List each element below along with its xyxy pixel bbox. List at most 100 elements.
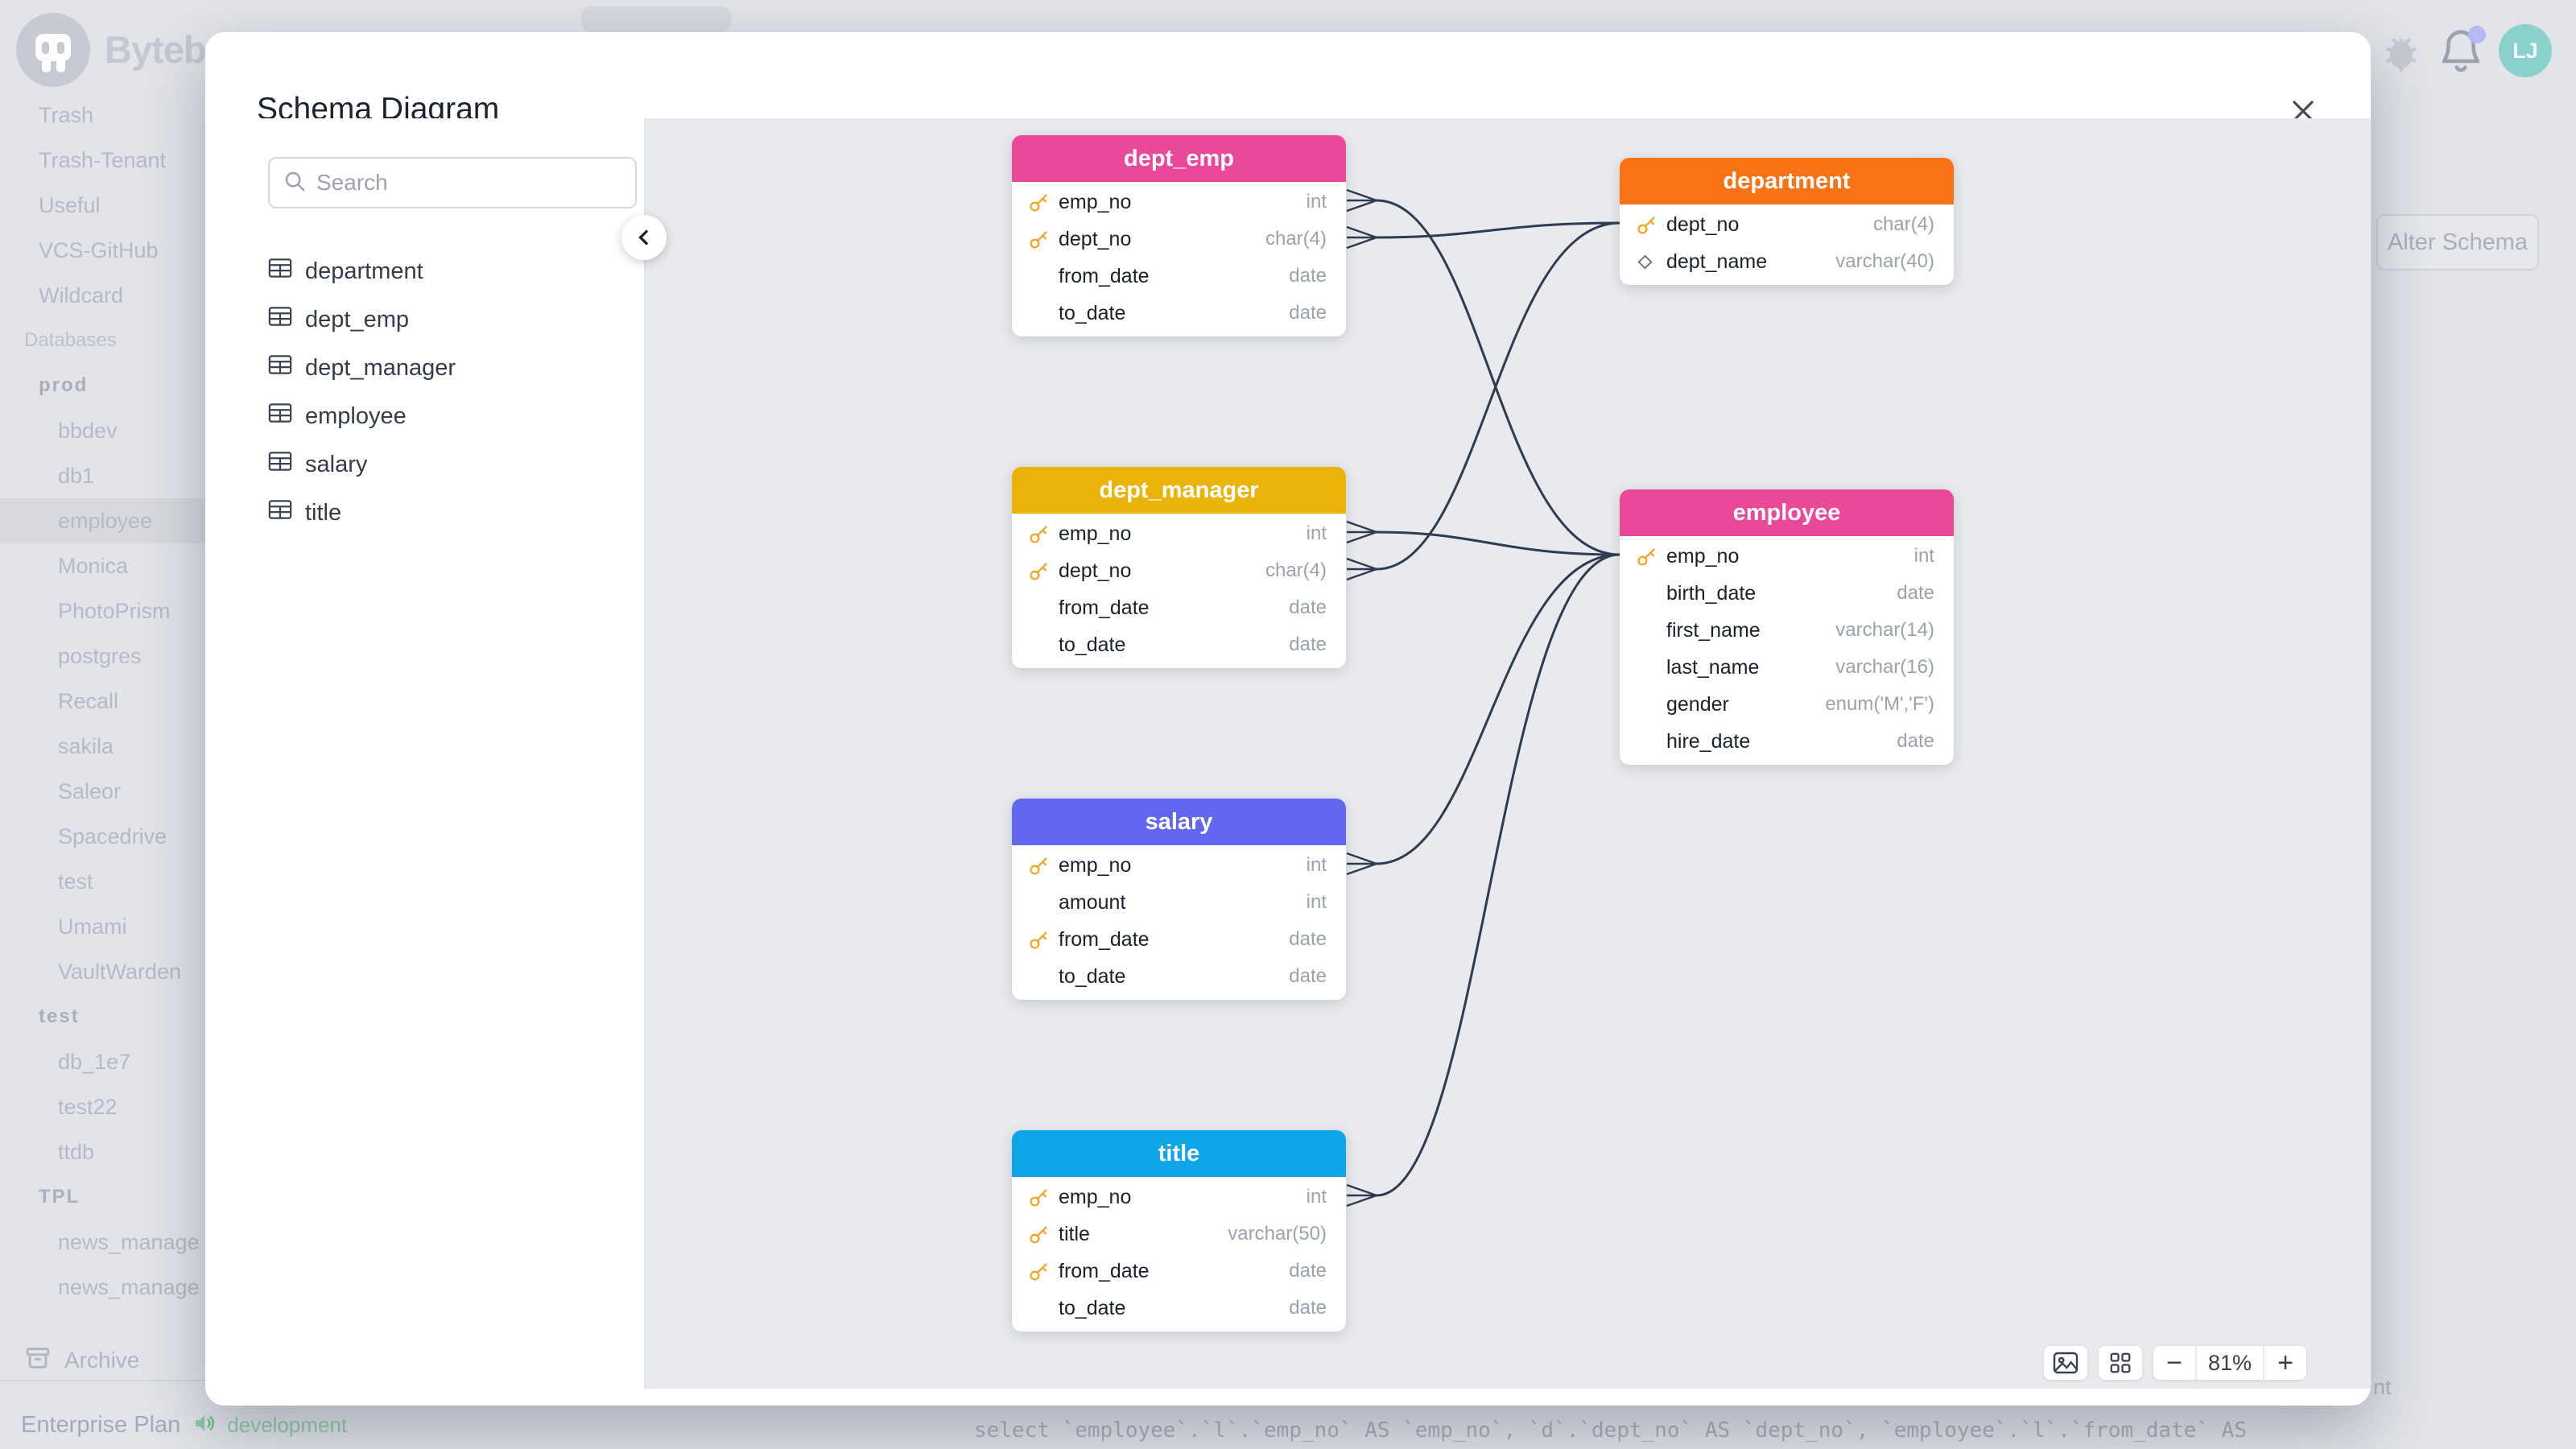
column-name: amount [1059,890,1126,914]
background-text-fragment: nt [2373,1375,2392,1399]
search-input[interactable] [316,170,622,196]
table-list-label: employee [305,402,407,429]
table-list-item-employee[interactable]: employee [205,392,644,440]
zoom-in-button[interactable]: + [2277,1347,2293,1378]
auto-layout-button[interactable] [2099,1346,2142,1380]
table-list-label: salary [305,451,368,477]
column-type: char(4) [1265,228,1327,250]
sidebar-item-trash-tenant[interactable]: Trash-Tenant [39,147,167,172]
chevron-left-icon [638,229,648,246]
sidebar-item-archive[interactable]: Archive [0,1338,346,1383]
primary-key-icon [1636,214,1666,236]
sidebar-item-news-manage[interactable]: news_manage [58,1274,200,1299]
sidebar-item-ttdb[interactable]: ttdb [58,1139,95,1164]
sidebar-item-bbdev[interactable]: bbdev [58,418,118,443]
close-icon[interactable] [2285,93,2321,129]
entity-header-dept_emp[interactable]: dept_emp [1012,135,1346,182]
entity-header-employee[interactable]: employee [1620,489,1954,536]
sidebar-item-useful[interactable]: Useful [39,192,101,217]
sidebar-item-saleor[interactable]: Saleor [58,778,122,803]
sidebar-item-wildcard[interactable]: Wildcard [39,283,124,308]
column-name: from_date [1059,264,1150,287]
background-sql-text: select `employee`.`l`.`emp_no` AS `emp_n… [974,1418,2247,1443]
column-name: from_date [1059,596,1150,619]
column-type: date [1897,730,1934,752]
primary-key-icon [1028,523,1059,545]
entity-header-dept_manager[interactable]: dept_manager [1012,467,1346,514]
column-type: int [1306,1186,1327,1208]
collapse-panel-button[interactable] [621,215,667,260]
zoom-out-button[interactable]: − [2166,1347,2182,1378]
sidebar-item-umami[interactable]: Umami [58,914,127,939]
sidebar-item-vaultwarden[interactable]: VaultWarden [58,959,182,984]
column-name: dept_no [1059,227,1132,250]
entity-header-title[interactable]: title [1012,1130,1346,1177]
relation-lines [1346,188,1620,1208]
table-list: department dept_emp dept_manager employee sa… [205,247,644,537]
index-icon [1636,253,1666,271]
table-list-item-dept_manager[interactable]: dept_manager [205,344,644,392]
sidebar-item-spacedrive[interactable]: Spacedrive [58,824,167,848]
sidebar-item-photoprism[interactable]: PhotoPrism [58,598,171,623]
sidebar-item-trash[interactable]: Trash [39,102,94,127]
column-name: to_date [1059,633,1126,656]
column-type: char(4) [1872,213,1934,235]
entity-header-salary[interactable]: salary [1012,799,1346,845]
table-list-item-dept_emp[interactable]: dept_emp [205,295,644,344]
primary-key-icon [1028,1224,1059,1245]
speaker-icon [192,1411,216,1439]
sidebar-item-sakila[interactable]: sakila [58,733,114,758]
table-list-label: dept_manager [305,354,456,381]
sidebar-item-db-1e7[interactable]: db_1e7 [58,1049,131,1074]
table-list-item-title[interactable]: title [205,489,644,537]
primary-key-icon [1028,1187,1059,1208]
table-list-item-department[interactable]: department [205,247,644,295]
search-icon [283,169,307,197]
alter-schema-button[interactable]: Alter Schema [2376,214,2539,270]
sidebar-item-news-manage[interactable]: news_manage [58,1229,200,1254]
column-row-dept_emp-dept_no: dept_no char(4) [1012,221,1346,258]
sidebar-item-test[interactable]: test [58,869,93,894]
notifications-bell-icon[interactable] [2436,26,2486,80]
table-icon [268,451,292,478]
column-name: from_date [1059,927,1150,951]
sidebar-item-monica[interactable]: Monica [58,553,129,578]
column-type: date [1289,597,1327,618]
sidebar-item-vcs-github[interactable]: VCS-GitHub [39,237,159,262]
column-name: hire_date [1666,729,1751,753]
table-list-label: dept_emp [305,306,409,332]
sidebar-item-postgres[interactable]: postgres [58,643,142,668]
primary-key-icon [1636,546,1666,568]
table-icon [268,402,292,430]
sidebar-item-test22[interactable]: test22 [58,1094,118,1119]
column-name: gender [1666,692,1729,716]
debug-icon[interactable] [2379,31,2424,80]
sidebar-item-recall[interactable]: Recall [58,688,119,713]
user-avatar[interactable]: LJ [2499,24,2552,77]
column-name: emp_no [1059,190,1132,213]
column-type: date [1289,1260,1327,1282]
zoom-control: − 81% + [2153,1346,2306,1380]
sidebar-item-db1[interactable]: db1 [58,463,95,488]
export-image-button[interactable] [2044,1346,2087,1380]
table-list-item-salary[interactable]: salary [205,440,644,489]
entity-header-department[interactable]: department [1620,158,1954,204]
